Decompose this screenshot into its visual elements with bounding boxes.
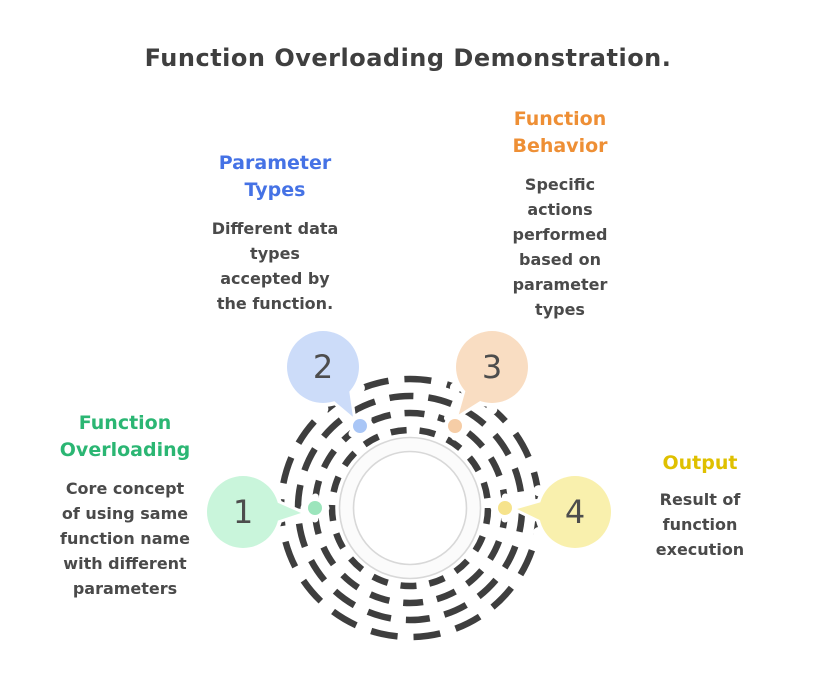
- dot-scallop: [300, 493, 330, 523]
- bubble-scallop: [275, 319, 371, 415]
- dot-color: [448, 419, 462, 433]
- block-output: Output Result of function execution: [600, 450, 800, 562]
- block-parameter-types: Parameter Types Different data types acc…: [175, 150, 375, 316]
- block-output-body: Result of function execution: [655, 490, 745, 559]
- center-ring-inner-edge: [352, 450, 468, 566]
- bubble-fill: [207, 476, 279, 548]
- dot-output: [490, 493, 520, 523]
- dot-color: [353, 419, 367, 433]
- bubble-2: 2: [275, 319, 371, 420]
- center-ring: [338, 436, 482, 580]
- block-function-behavior-heading: Function Behavior: [512, 108, 608, 157]
- bubble-fill: [287, 331, 359, 403]
- dashed-ring-1: [328, 426, 492, 590]
- dot-color: [498, 501, 512, 515]
- block-parameter-types-heading: Parameter Types: [218, 152, 332, 201]
- bubble-1-number: 1: [233, 493, 253, 531]
- dot-scallop: [345, 411, 375, 441]
- block-function-overloading-body: Core concept of using same function name…: [59, 479, 191, 598]
- dot-parameter-types: [345, 411, 375, 441]
- dot-function-overloading: [300, 493, 330, 523]
- block-output-heading: Output: [662, 452, 738, 474]
- bubble-4: 4: [514, 464, 623, 560]
- bubble-4-number: 4: [565, 493, 585, 531]
- center-ring-outer-edge: [338, 436, 482, 580]
- bubble-scallop: [444, 319, 540, 415]
- bubble-fill: [539, 476, 611, 548]
- bubble-1: 1: [195, 464, 305, 560]
- block-function-behavior-body: Specific actions performed based on para…: [512, 175, 608, 319]
- block-parameter-types-body: Different data types accepted by the fun…: [211, 219, 339, 313]
- bubble-fill: [456, 331, 528, 403]
- block-function-overloading-heading: Function Overloading: [59, 412, 191, 461]
- bubble-3: 3: [444, 319, 540, 418]
- dot-color: [308, 501, 322, 515]
- bubble-3-number: 3: [482, 348, 502, 386]
- page-title: Function Overloading Demonstration.: [144, 44, 672, 72]
- block-function-behavior: Function Behavior Specific actions perfo…: [460, 106, 660, 322]
- dot-function-behavior: [440, 411, 470, 441]
- bubble-2-number: 2: [313, 348, 333, 386]
- dot-scallop: [440, 411, 470, 441]
- block-function-overloading: Function Overloading Core concept of usi…: [25, 410, 225, 601]
- center-ring-body: [340, 438, 480, 578]
